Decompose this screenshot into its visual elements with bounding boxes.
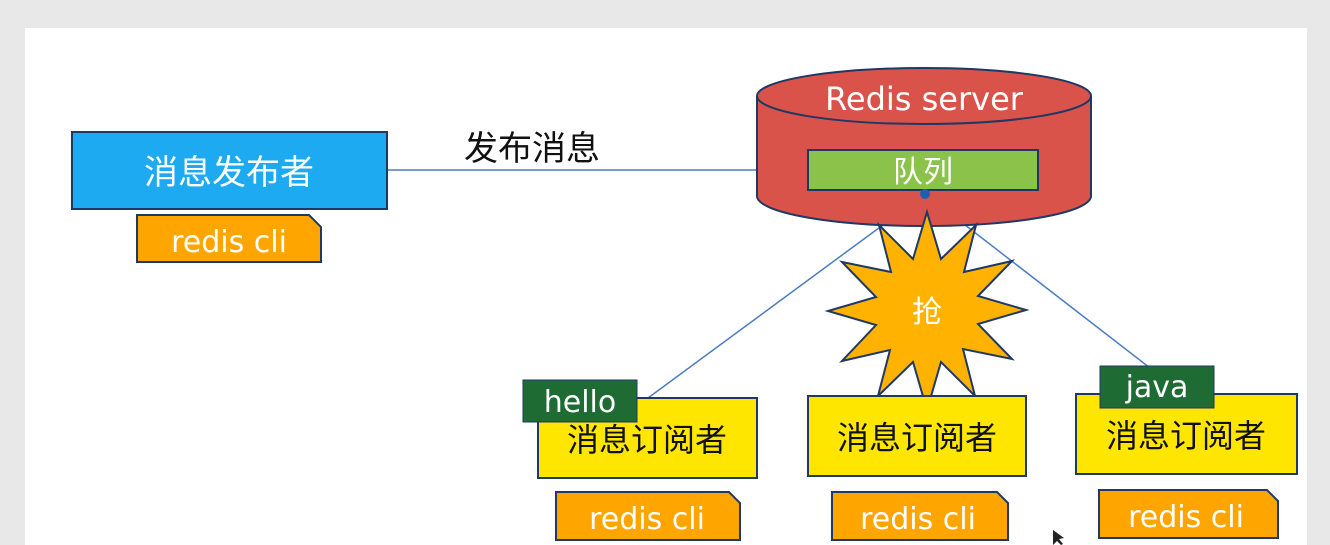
subscriber-client-label-2: redis cli xyxy=(860,502,976,537)
publish-message-label: 发布消息 xyxy=(464,129,600,169)
subscriber-client-tag-3 xyxy=(1098,489,1279,539)
publisher-client-tag xyxy=(136,214,322,263)
message-tag-3 xyxy=(1099,365,1215,409)
subscriber-label-1: 消息订阅者 xyxy=(567,421,727,459)
compete-label: 抢 xyxy=(912,295,942,330)
server-cylinder-top xyxy=(756,67,1092,125)
mouse-cursor-icon xyxy=(1053,530,1064,545)
subscriber-label-2: 消息订阅者 xyxy=(837,419,997,457)
subscriber-client-tag-2 xyxy=(831,491,1009,541)
subscriber-client-label-1: redis cli xyxy=(589,502,705,537)
subscriber-label-3: 消息订阅者 xyxy=(1106,417,1266,455)
message-label-3: java xyxy=(1125,370,1189,405)
slide-canvas: 消息发布者 redis cli 发布消息 Redis server 队列 抢 消… xyxy=(25,28,1307,545)
queue-label: 队列 xyxy=(893,155,953,190)
subscriber-box-2 xyxy=(807,395,1027,477)
message-tag-1 xyxy=(522,379,638,423)
publisher-client-label: redis cli xyxy=(171,225,287,260)
publisher-label: 消息发布者 xyxy=(144,153,314,193)
subscriber-client-label-3: redis cli xyxy=(1128,500,1244,535)
pubsub-diagram: 消息发布者 redis cli 发布消息 Redis server 队列 抢 消… xyxy=(71,67,1298,545)
publisher-box xyxy=(71,131,388,210)
server-label: Redis server xyxy=(825,80,1024,118)
subscriber-client-tag-1 xyxy=(555,491,741,541)
message-label-1: hello xyxy=(544,385,617,420)
queue-output-dot xyxy=(920,189,930,199)
